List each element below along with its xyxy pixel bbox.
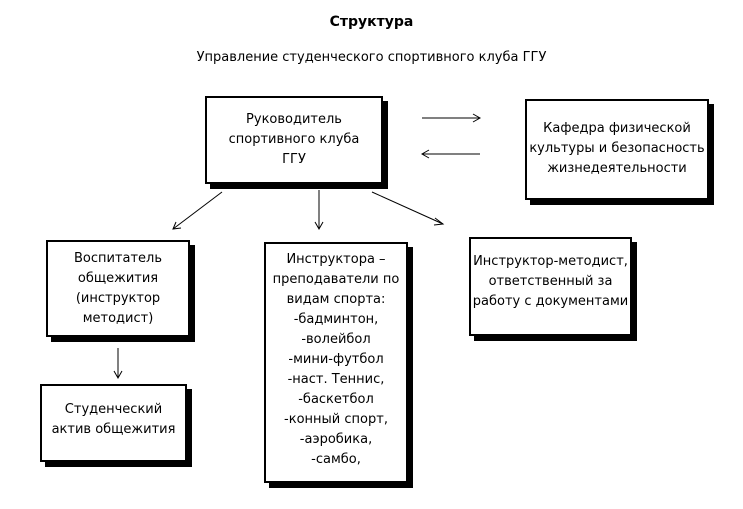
box-head-line: спортивного клуба xyxy=(228,132,360,147)
arrow-head-to-tutor xyxy=(172,191,223,230)
box-instructors-line: -аэробика, xyxy=(299,432,373,447)
box-department-line: Кафедра физической xyxy=(543,121,691,136)
box-instructors-line: -волейбол xyxy=(301,332,371,347)
box-methodist-line: Инструктор-методист, xyxy=(473,254,628,269)
box-instructors-line: преподаватели по xyxy=(272,272,400,287)
box-department-line: жизнедеятельности xyxy=(547,161,687,176)
box-instructors-line: -наст. Теннис, xyxy=(287,372,385,387)
box-activists-line: актив общежития xyxy=(51,422,176,437)
box-activists-line: Студенческий xyxy=(64,402,163,417)
box-tutor: Воспитатель общежития (инструктор методи… xyxy=(46,240,190,337)
arrow-tutor-to-activists xyxy=(113,348,123,380)
box-instructors: Инструктора – преподаватели по видам спо… xyxy=(264,242,408,483)
box-tutor-line: общежития xyxy=(77,271,159,286)
box-head-line: Руководитель xyxy=(246,112,342,127)
arrow-head-to-instructors xyxy=(314,190,324,231)
arrow-head-to-department xyxy=(422,113,482,123)
box-department-line: культуры и безопасность xyxy=(529,141,705,156)
box-head: Руководитель спортивного клуба ГГУ xyxy=(205,96,383,184)
box-methodist-line: работу с документами xyxy=(472,294,629,309)
box-tutor-line: Воспитатель xyxy=(73,251,163,266)
diagram-subtitle: Управление студенческого спортивного клу… xyxy=(196,50,547,65)
arrow-head-to-methodist xyxy=(371,191,445,226)
box-activists: Студенческий актив общежития xyxy=(40,384,187,462)
box-head-line: ГГУ xyxy=(282,152,306,167)
arrow-department-to-head xyxy=(420,149,480,159)
diagram-title: Структура xyxy=(329,14,414,30)
box-tutor-line: (инструктор xyxy=(75,291,161,306)
box-methodist: Инструктор-методист, ответственный за ра… xyxy=(469,237,632,336)
box-instructors-line: -баскетбол xyxy=(298,392,374,407)
box-methodist-line: ответственный за xyxy=(488,274,613,289)
box-instructors-line: -бадминтон, xyxy=(293,312,379,327)
box-instructors-line: Инструктора – xyxy=(286,252,386,267)
box-instructors-line: -самбо, xyxy=(311,452,361,467)
box-instructors-line: -конный спорт, xyxy=(284,412,388,427)
box-tutor-line: методист) xyxy=(82,311,154,326)
box-instructors-line: видам спорта: xyxy=(286,292,386,307)
box-department: Кафедра физической культуры и безопаснос… xyxy=(525,99,709,200)
box-instructors-line: -мини-футбол xyxy=(288,352,384,367)
